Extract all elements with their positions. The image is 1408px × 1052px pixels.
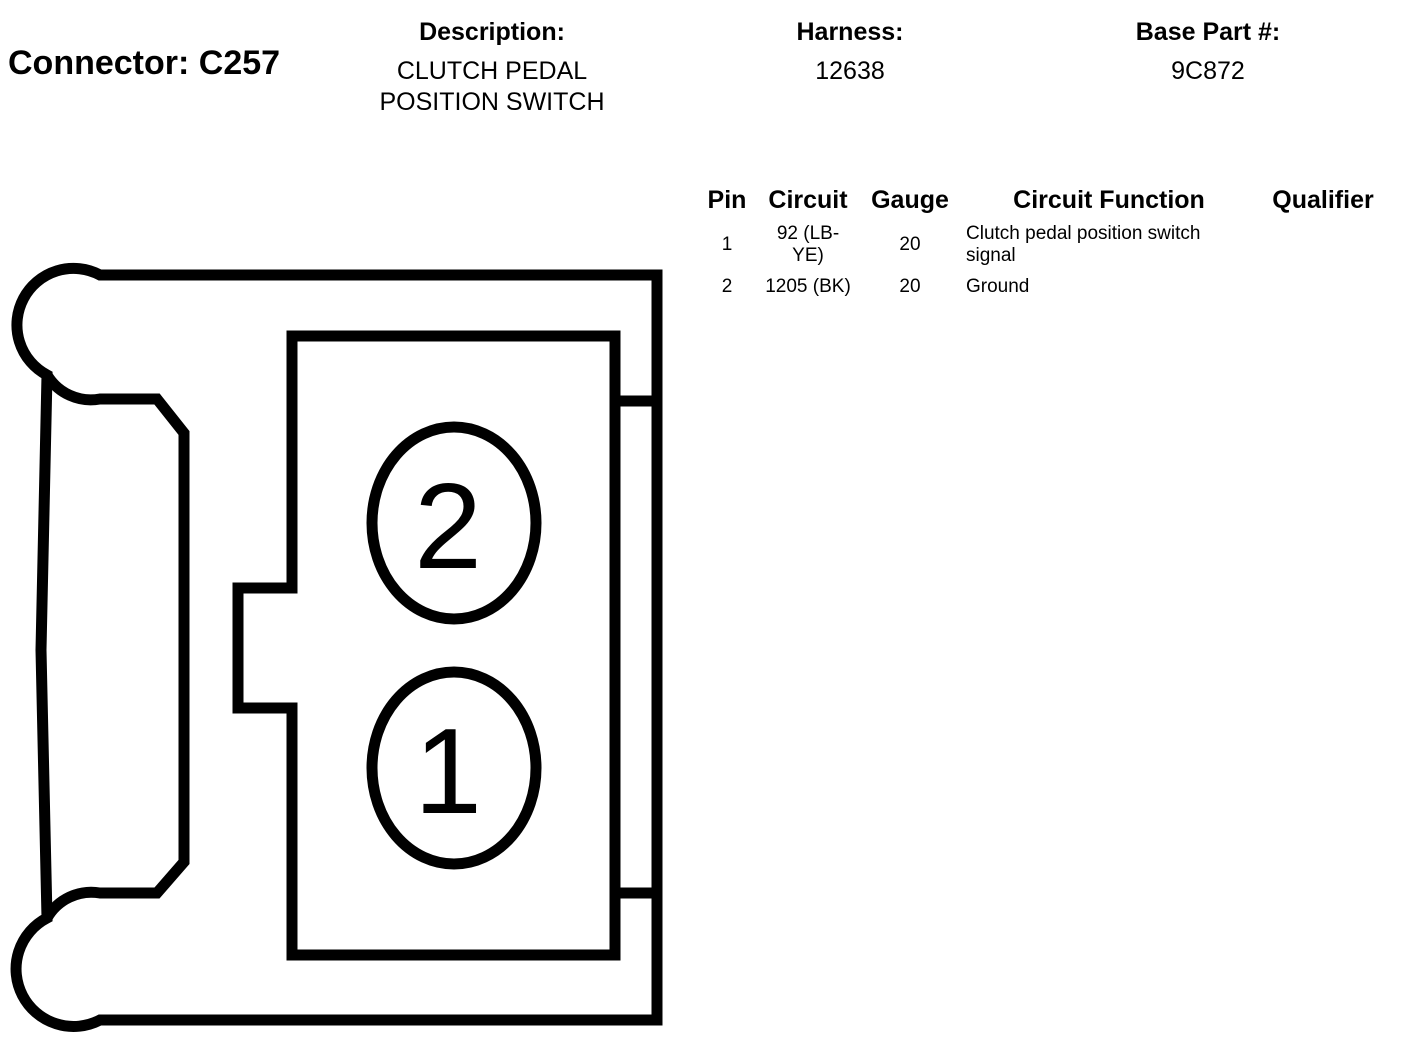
cell-circuit: 1205 (BK) xyxy=(765,276,851,297)
harness-label: Harness: xyxy=(796,18,904,46)
housing-outline xyxy=(10,262,663,1032)
table-row: 1 92 (LB-YE) 20 Clutch pedal position sw… xyxy=(700,220,1386,270)
col-header-circuit-function: Circuit Function xyxy=(1013,185,1205,214)
harness-value: 12638 xyxy=(815,57,885,85)
description-label: Description: xyxy=(419,18,565,46)
cell-pin: 1 xyxy=(721,234,733,255)
cell-qualifier xyxy=(1260,270,1386,304)
pin-1-label: 1 xyxy=(414,703,482,839)
pin-2-circle xyxy=(366,421,542,625)
cell-pin: 2 xyxy=(721,276,733,297)
connector-face-diagram: 2 1 xyxy=(10,262,663,1032)
pin-table: Pin Circuit Gauge Circuit Function Quali… xyxy=(700,180,1386,304)
col-header-gauge: Gauge xyxy=(871,185,949,214)
cell-gauge: 20 xyxy=(899,276,921,297)
cell-circuit-function: Clutch pedal position switch signal xyxy=(958,220,1260,270)
cell-circuit: 92 (LB-YE) xyxy=(754,220,862,270)
pin-2-label: 2 xyxy=(414,458,482,594)
table-row: 2 1205 (BK) 20 Ground xyxy=(700,270,1386,304)
col-header-circuit: Circuit xyxy=(768,185,848,214)
cell-circuit-function: Ground xyxy=(966,276,1030,297)
base-part-label: Base Part #: xyxy=(1135,18,1281,46)
col-header-pin: Pin xyxy=(707,185,747,214)
cell-circuit-text: 92 (LB-YE) xyxy=(776,223,840,266)
base-part-value: 9C872 xyxy=(1171,57,1245,85)
col-header-qualifier: Qualifier xyxy=(1272,185,1374,214)
connector-title: Connector: C257 xyxy=(8,44,281,82)
pin-table-header: Pin Circuit Gauge Circuit Function Quali… xyxy=(700,180,1386,220)
pin-cavity xyxy=(232,330,621,961)
description-value: CLUTCH PEDAL POSITION SWITCH xyxy=(379,57,605,116)
latch-recess xyxy=(42,371,190,921)
pin-1-circle xyxy=(366,666,542,870)
cell-gauge: 20 xyxy=(899,234,921,255)
cell-qualifier xyxy=(1260,220,1386,270)
cell-function-text: Clutch pedal position switch signal xyxy=(966,223,1201,266)
